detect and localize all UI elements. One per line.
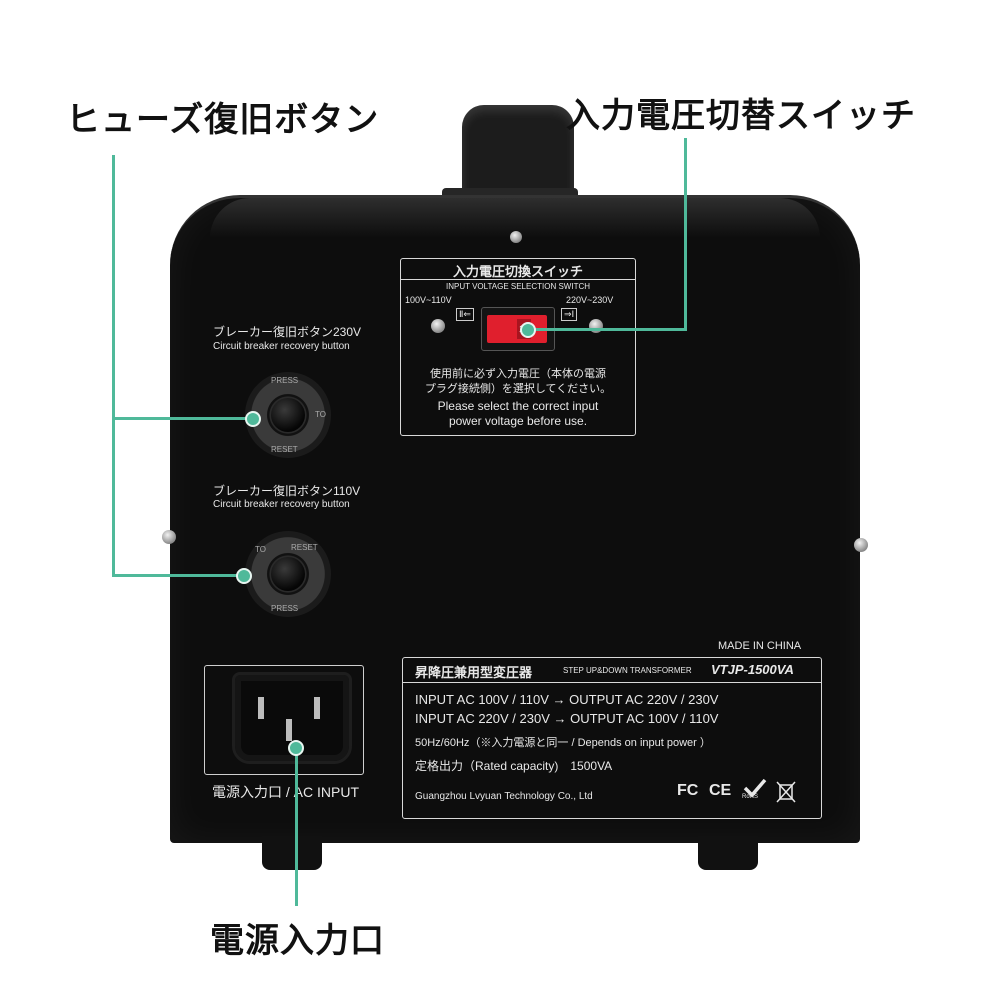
note-en-1: Please select the correct input <box>437 399 599 413</box>
leader-fuse-vertical <box>112 155 115 577</box>
leader-fuse-230v <box>112 417 250 420</box>
knob-text-to: TO <box>315 410 326 419</box>
leader-switch-horizontal <box>529 328 687 331</box>
switch-panel-divider <box>401 279 635 280</box>
breaker-110v-label-en: Circuit breaker recovery button <box>213 499 350 510</box>
leader-dot-switch <box>520 322 536 338</box>
knob-text-reset-2: RESET <box>291 543 318 552</box>
top-screw <box>510 231 522 243</box>
inlet-pin-left <box>258 697 264 719</box>
callout-power-inlet: 電源入力口 <box>210 921 385 961</box>
right-symbol: ⇒Ⅰ <box>561 308 578 321</box>
left-range-label: 100V~110V <box>405 295 452 305</box>
left-symbol: Ⅱ⇐ <box>456 308 474 321</box>
breaker-110v-label-jp: ブレーカー復旧ボタン110V <box>213 484 361 498</box>
breaker-230v-reset-button[interactable] <box>271 398 305 432</box>
plate-model: VTJP-1500VA <box>711 662 794 677</box>
knob-text-reset: RESET <box>271 445 298 454</box>
breaker-110v-reset-button[interactable] <box>271 557 305 591</box>
switch-panel-title: 入力電圧切換スイッチ <box>452 264 583 279</box>
plate-line2: INPUT AC 220V / 230V → OUTPUT AC 100V / … <box>415 711 719 726</box>
panel-screw-left <box>431 319 445 333</box>
plate-line1: INPUT AC 100V / 110V → OUTPUT AC 220V / … <box>415 692 719 707</box>
leader-dot-inlet <box>288 740 304 756</box>
leader-switch-vertical <box>684 138 687 330</box>
callout-fuse-reset: ヒューズ復旧ボタン <box>66 100 380 140</box>
plate-title-jp: 昇降圧兼用型変圧器 <box>415 665 533 680</box>
weee-mark-icon <box>775 780 797 804</box>
ac-input-label: 電源入力口 / AC INPUT <box>212 784 360 800</box>
breaker-230v-label-jp: ブレーカー復旧ボタン230V <box>213 325 362 339</box>
leader-inlet-vertical <box>295 746 298 906</box>
plate-divider <box>403 682 821 683</box>
rating-plate: 昇降圧兼用型変圧器 STEP UP&DOWN TRANSFORMER VTJP-… <box>402 657 822 819</box>
side-screw-left <box>162 530 176 544</box>
leader-fuse-110v <box>112 574 244 577</box>
leader-dot-110v <box>236 568 252 584</box>
leader-dot-230v <box>245 411 261 427</box>
knob-text-press-2: PRESS <box>271 604 299 613</box>
breaker-230v-label-en: Circuit breaker recovery button <box>213 341 350 352</box>
callout-voltage-switch: 入力電圧切替スイッチ <box>566 96 916 136</box>
ac-inlet-frame <box>204 665 364 775</box>
note-en-2: power voltage before use. <box>448 414 588 428</box>
fcc-mark-icon: FC <box>677 782 699 799</box>
right-range-label: 220V~230V <box>566 295 614 305</box>
ce-mark-icon: CE <box>709 782 732 799</box>
plate-line4: 定格出力（Rated capacity) 1500VA <box>415 759 613 773</box>
foot-right <box>698 836 758 870</box>
plate-line3: 50Hz/60Hz（※入力電源と同一 / Depends on input po… <box>415 737 711 749</box>
switch-panel-subtitle: INPUT VOLTAGE SELECTION SWITCH <box>445 282 591 291</box>
plate-company: Guangzhou Lvyuan Technology Co., Ltd <box>415 791 593 802</box>
knob-text-press: PRESS <box>271 376 299 385</box>
inlet-pin-right <box>314 697 320 719</box>
knob-text-to-2: TO <box>255 545 266 554</box>
side-screw-right <box>854 538 868 552</box>
made-in-china: MADE IN CHINA <box>718 640 802 652</box>
note-jp-2: プラグ接続側）を選択してください。 <box>424 383 612 395</box>
plate-title-en: STEP UP&DOWN TRANSFORMER <box>563 666 692 675</box>
rohs-text: RoHS <box>742 794 759 800</box>
note-jp-1: 使用前に必ず入力電圧（本体の電源 <box>430 368 606 380</box>
switch-panel: 入力電圧切換スイッチ INPUT VOLTAGE SELECTION SWITC… <box>400 258 636 436</box>
foot-left <box>262 836 322 870</box>
inlet-pin-earth <box>286 719 292 741</box>
rohs-mark-icon: RoHS <box>741 776 769 804</box>
